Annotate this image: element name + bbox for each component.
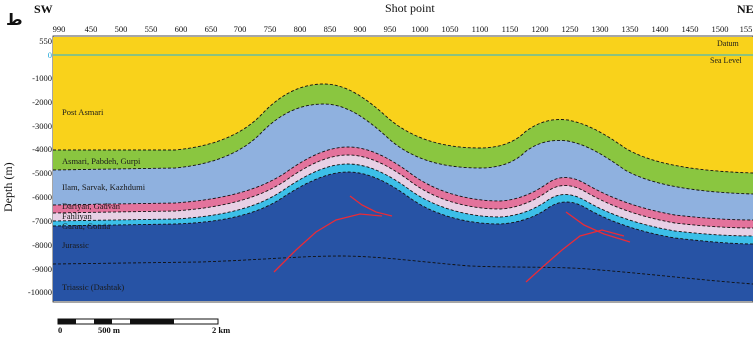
datum-band — [53, 37, 753, 49]
layer-label-fahliyan: Fahliyan — [62, 211, 92, 221]
x-tick-label: 450 — [84, 24, 98, 34]
x-tick-label: 900 — [353, 24, 367, 34]
sea-level-band — [53, 49, 753, 55]
layer-label-dariyan: Dariyan, Gadvan — [62, 201, 121, 211]
y-tick-label: -1000 — [32, 73, 52, 83]
horizon-top-dariyan — [52, 146, 753, 221]
x-tick-label: 850 — [323, 24, 337, 34]
fault-east-splay — [565, 211, 631, 243]
scale-mid-label: 500 m — [98, 325, 120, 335]
layer-label-triassic: Triassic (Dashtak) — [62, 282, 125, 292]
x-tick-label: 1250 — [561, 24, 579, 34]
x-tick-label: 600 — [174, 24, 188, 34]
x-tick-label: 1150 — [501, 24, 519, 34]
layer-ilam-sarvak — [53, 104, 753, 220]
x-tick-label: 650 — [204, 24, 218, 34]
datum-label: Datum — [717, 39, 739, 48]
horizon-top-ilam — [52, 103, 753, 195]
fault-east — [525, 229, 625, 283]
y-tick-label: -2000 — [32, 97, 52, 107]
horizon-lines — [52, 83, 753, 285]
y-tick-label: -10000 — [27, 287, 52, 297]
x-tick-label: 1500 — [711, 24, 729, 34]
orientation-sw-label: SW — [34, 2, 53, 16]
orientation-ne-label: NE — [737, 2, 753, 16]
fault-west-splay — [349, 195, 393, 217]
fault-lines — [273, 195, 631, 283]
layer-label-garau: Garau, Gotnia — [62, 221, 111, 231]
panel-letter: ط — [6, 10, 23, 29]
scale-segment — [58, 319, 76, 324]
horizon-top-triassic — [52, 255, 753, 285]
layer-label-jurassic: Jurassic — [62, 240, 89, 250]
horizon-top-fahliyan — [52, 154, 753, 229]
scale-end-label: 2 km — [212, 325, 231, 335]
x-tick-label: 1200 — [531, 24, 549, 34]
y-tick-label: -4000 — [32, 144, 52, 154]
x-tick-label: 1000 — [411, 24, 429, 34]
x-tick-label: 800 — [293, 24, 307, 34]
x-tick-label: 990 — [52, 24, 66, 34]
scale-segment — [130, 319, 174, 324]
x-tick-label: 700 — [233, 24, 247, 34]
y-tick-label: -7000 — [32, 216, 52, 226]
layer-dariyan-gadvan — [53, 147, 753, 228]
x-tick-label: 1100 — [471, 24, 489, 34]
layer-post-asmari — [53, 55, 753, 173]
y-tick-label: -9000 — [32, 264, 52, 274]
x-tick-label: 500 — [114, 24, 128, 34]
x-tick-label: 155 — [739, 24, 753, 34]
y-tick-label: -6000 — [32, 192, 52, 202]
x-tick-label: 1450 — [681, 24, 699, 34]
x-tick-label: 1350 — [621, 24, 639, 34]
horizon-top-asmari — [53, 83, 753, 174]
layer-fahliyan — [53, 155, 753, 236]
y-tick-label: 550 — [39, 36, 52, 46]
scale-start-label: 0 — [58, 325, 63, 335]
horizon-top-jurassic — [52, 171, 753, 245]
y-tick-label: -8000 — [32, 240, 52, 250]
x-tick-label: 950 — [383, 24, 397, 34]
x-tick-label: 1400 — [651, 24, 669, 34]
layer-garau-gotnia — [53, 164, 753, 244]
y-tick-label: -3000 — [32, 121, 52, 131]
layer-label-ilam: Ilam, Sarvak, Kazhdumi — [62, 182, 146, 192]
fault-west — [273, 213, 383, 273]
sea-level-label: Sea Level — [710, 56, 742, 65]
layer-label-post-asmari: Post Asmari — [62, 107, 104, 117]
scale-segment — [94, 319, 112, 324]
x-tick-label: 1300 — [591, 24, 609, 34]
x-tick-label: 550 — [144, 24, 158, 34]
layer-label-asmari: Asmari, Pabdeh, Gurpi — [62, 156, 141, 166]
y-tick-label: -5000 — [32, 168, 52, 178]
x-tick-label: 1050 — [441, 24, 459, 34]
y-tick-label: 0 — [47, 50, 52, 60]
x-axis-title: Shot point — [385, 1, 435, 15]
layer-asmari — [53, 84, 753, 194]
x-tick-label: 750 — [263, 24, 277, 34]
